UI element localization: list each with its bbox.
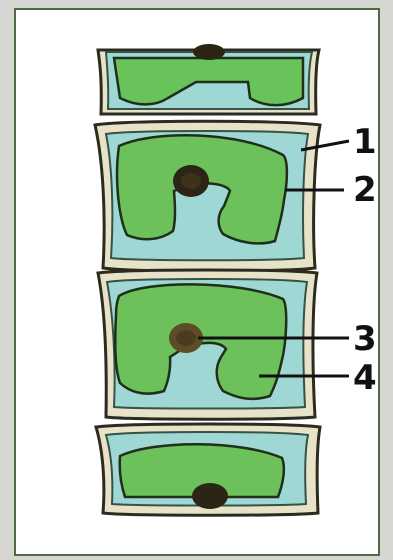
algae-filament — [95, 44, 320, 515]
cell-top-partial — [98, 44, 319, 114]
callout-label-2: 2 — [353, 170, 377, 210]
algae-cell-diagram: 1 2 3 4 — [16, 10, 380, 556]
callout-label-4: 4 — [353, 358, 377, 398]
cell-lower — [98, 270, 317, 419]
diagram-panel: 1 2 3 4 — [14, 8, 380, 556]
cell-bottom-partial — [96, 424, 320, 515]
callout-label-3: 3 — [353, 319, 377, 359]
cell-upper — [95, 121, 320, 271]
callout-label-1: 1 — [353, 122, 377, 162]
